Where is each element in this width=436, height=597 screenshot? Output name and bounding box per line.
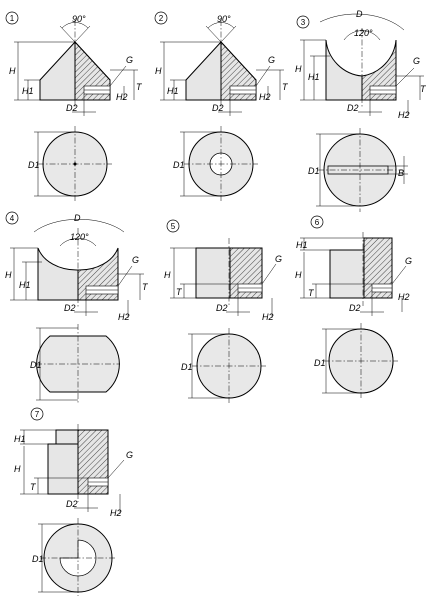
variant-3-H-label: H <box>295 64 302 74</box>
variant-6-H1-label: H1 <box>296 240 308 250</box>
variant-3-T-label: T <box>420 84 427 94</box>
variant-3-side-view: D 120° H H1 G H2 T D2 <box>295 9 427 120</box>
variant-5-number-badge <box>166 219 180 233</box>
variant-5-top-view: D1 <box>181 328 266 404</box>
variant-1-G-label: G <box>126 55 133 65</box>
variant-4-H1-label: H1 <box>19 280 31 290</box>
variant-1-H-label: H <box>9 66 16 76</box>
variant-2-G-label: G <box>268 55 275 65</box>
variant-5-T-label: T <box>176 287 183 297</box>
variant-5-D2-label: D2 <box>216 303 228 313</box>
variant-4-D1-label: D1 <box>30 360 42 370</box>
variant-1-T-label: T <box>136 82 143 92</box>
variant-1-D1-label: D1 <box>28 160 40 170</box>
variant-7-H-label: H <box>14 464 21 474</box>
variant-7-D1-label: D1 <box>32 554 44 564</box>
variant-4-H-label: H <box>5 270 12 280</box>
variant-3-angle-label: 120° <box>354 28 373 38</box>
variant-4-G-label: G <box>132 255 139 265</box>
variant-6-number: 6 <box>315 218 320 227</box>
variant-4-top-view: D1 <box>30 324 120 404</box>
variant-7-number: 7 <box>35 410 40 419</box>
variant-3-H2-label: H2 <box>398 110 410 120</box>
variant-2-number-badge <box>154 11 168 25</box>
variant-3-G-label: G <box>413 56 420 66</box>
variant-3-D2-label: D2 <box>347 103 359 113</box>
variant-3-B-label: B <box>398 168 404 178</box>
variant-4-number-badge <box>5 211 19 225</box>
variant-6-side-view: H1 H T G H2 D2 <box>295 232 412 316</box>
variant-7-H2-label: H2 <box>110 508 122 518</box>
variant-7-G-label: G <box>126 450 133 460</box>
variant-6-T-label: T <box>308 288 315 298</box>
variant-2-H1-label: H1 <box>167 86 179 96</box>
variant-6-H-label: H <box>295 270 302 280</box>
variant-7-top-view: D1 <box>32 518 116 596</box>
variant-7-number-badge <box>30 407 44 421</box>
variant-4-number: 4 <box>10 214 15 223</box>
variant-2-angle-label: 90° <box>217 14 231 24</box>
variant-3-number: 3 <box>301 18 306 27</box>
variant-6-D1-label: D1 <box>314 358 326 368</box>
variant-1-number: 1 <box>10 14 15 23</box>
variant-3-H1-label: H1 <box>308 72 320 82</box>
variant-6-H2-label: H2 <box>398 292 410 302</box>
variant-3-top-view: D1 B <box>308 128 408 212</box>
variant-2-H2-label: H2 <box>259 92 271 102</box>
variant-2-number: 2 <box>159 14 164 23</box>
variant-2-side-view: 90° H H1 G H2 T D2 <box>155 14 289 116</box>
variant-3-D-label: D <box>356 9 363 19</box>
variant-7-D2-label: D2 <box>66 499 78 509</box>
variant-6: 6 H1 H T G H2 D2 <box>295 215 412 399</box>
variant-3-number-badge <box>296 15 310 29</box>
variant-6-top-view: D1 <box>314 323 398 399</box>
variant-5-H-label: H <box>164 270 171 280</box>
variant-2-D1-label: D1 <box>173 160 185 170</box>
variant-2-top-view: D1 <box>173 126 258 202</box>
variant-7: 7 H1 H T G H2 D2 <box>14 407 133 596</box>
variant-1-angle-label: 90° <box>72 14 86 24</box>
variant-1-number-badge <box>5 11 19 25</box>
variant-5-number: 5 <box>171 222 176 231</box>
variant-4: 4 D 120° H H1 G H2 T <box>5 211 149 404</box>
variant-3: 3 D 120° H H1 G H2 T <box>295 9 427 212</box>
variant-4-D-label: D <box>74 213 81 223</box>
variant-6-D2-label: D2 <box>349 303 361 313</box>
variant-6-G-label: G <box>405 256 412 266</box>
variant-7-T-label: T <box>30 482 37 492</box>
variant-3-D1-label: D1 <box>308 166 320 176</box>
variant-1: 1 90° H H1 G H2 <box>5 11 143 202</box>
variant-4-angle-label: 120° <box>70 232 89 242</box>
variant-7-side-view: H1 H T G H2 D2 <box>14 424 133 518</box>
variant-4-side-view: D 120° H H1 G H2 T D2 <box>5 213 149 322</box>
variant-4-T-label: T <box>142 282 149 292</box>
variant-2-D2-label: D2 <box>212 103 224 113</box>
variant-5-side-view: H T G H2 D2 <box>164 238 282 322</box>
variant-1-H2-label: H2 <box>116 92 128 102</box>
variant-2: 2 90° H H1 G H2 T D <box>154 11 289 202</box>
variant-5-H2-label: H2 <box>262 312 274 322</box>
variant-1-side-view: 90° H H1 G H2 T D2 <box>9 14 143 116</box>
variant-4-H2-label: H2 <box>118 312 130 322</box>
variant-1-D2-label: D2 <box>66 103 78 113</box>
variant-7-H1-label: H1 <box>14 434 26 444</box>
variant-5: 5 H T G H2 D2 <box>164 219 282 404</box>
variant-1-top-view: D1 <box>28 126 112 202</box>
variant-1-H1-label: H1 <box>22 86 34 96</box>
variant-5-D1-label: D1 <box>181 362 193 372</box>
variant-6-number-badge <box>310 215 324 229</box>
variant-5-G-label: G <box>275 254 282 264</box>
variant-4-D2-label: D2 <box>64 303 76 313</box>
variant-2-T-label: T <box>282 82 289 92</box>
variant-2-H-label: H <box>155 66 162 76</box>
